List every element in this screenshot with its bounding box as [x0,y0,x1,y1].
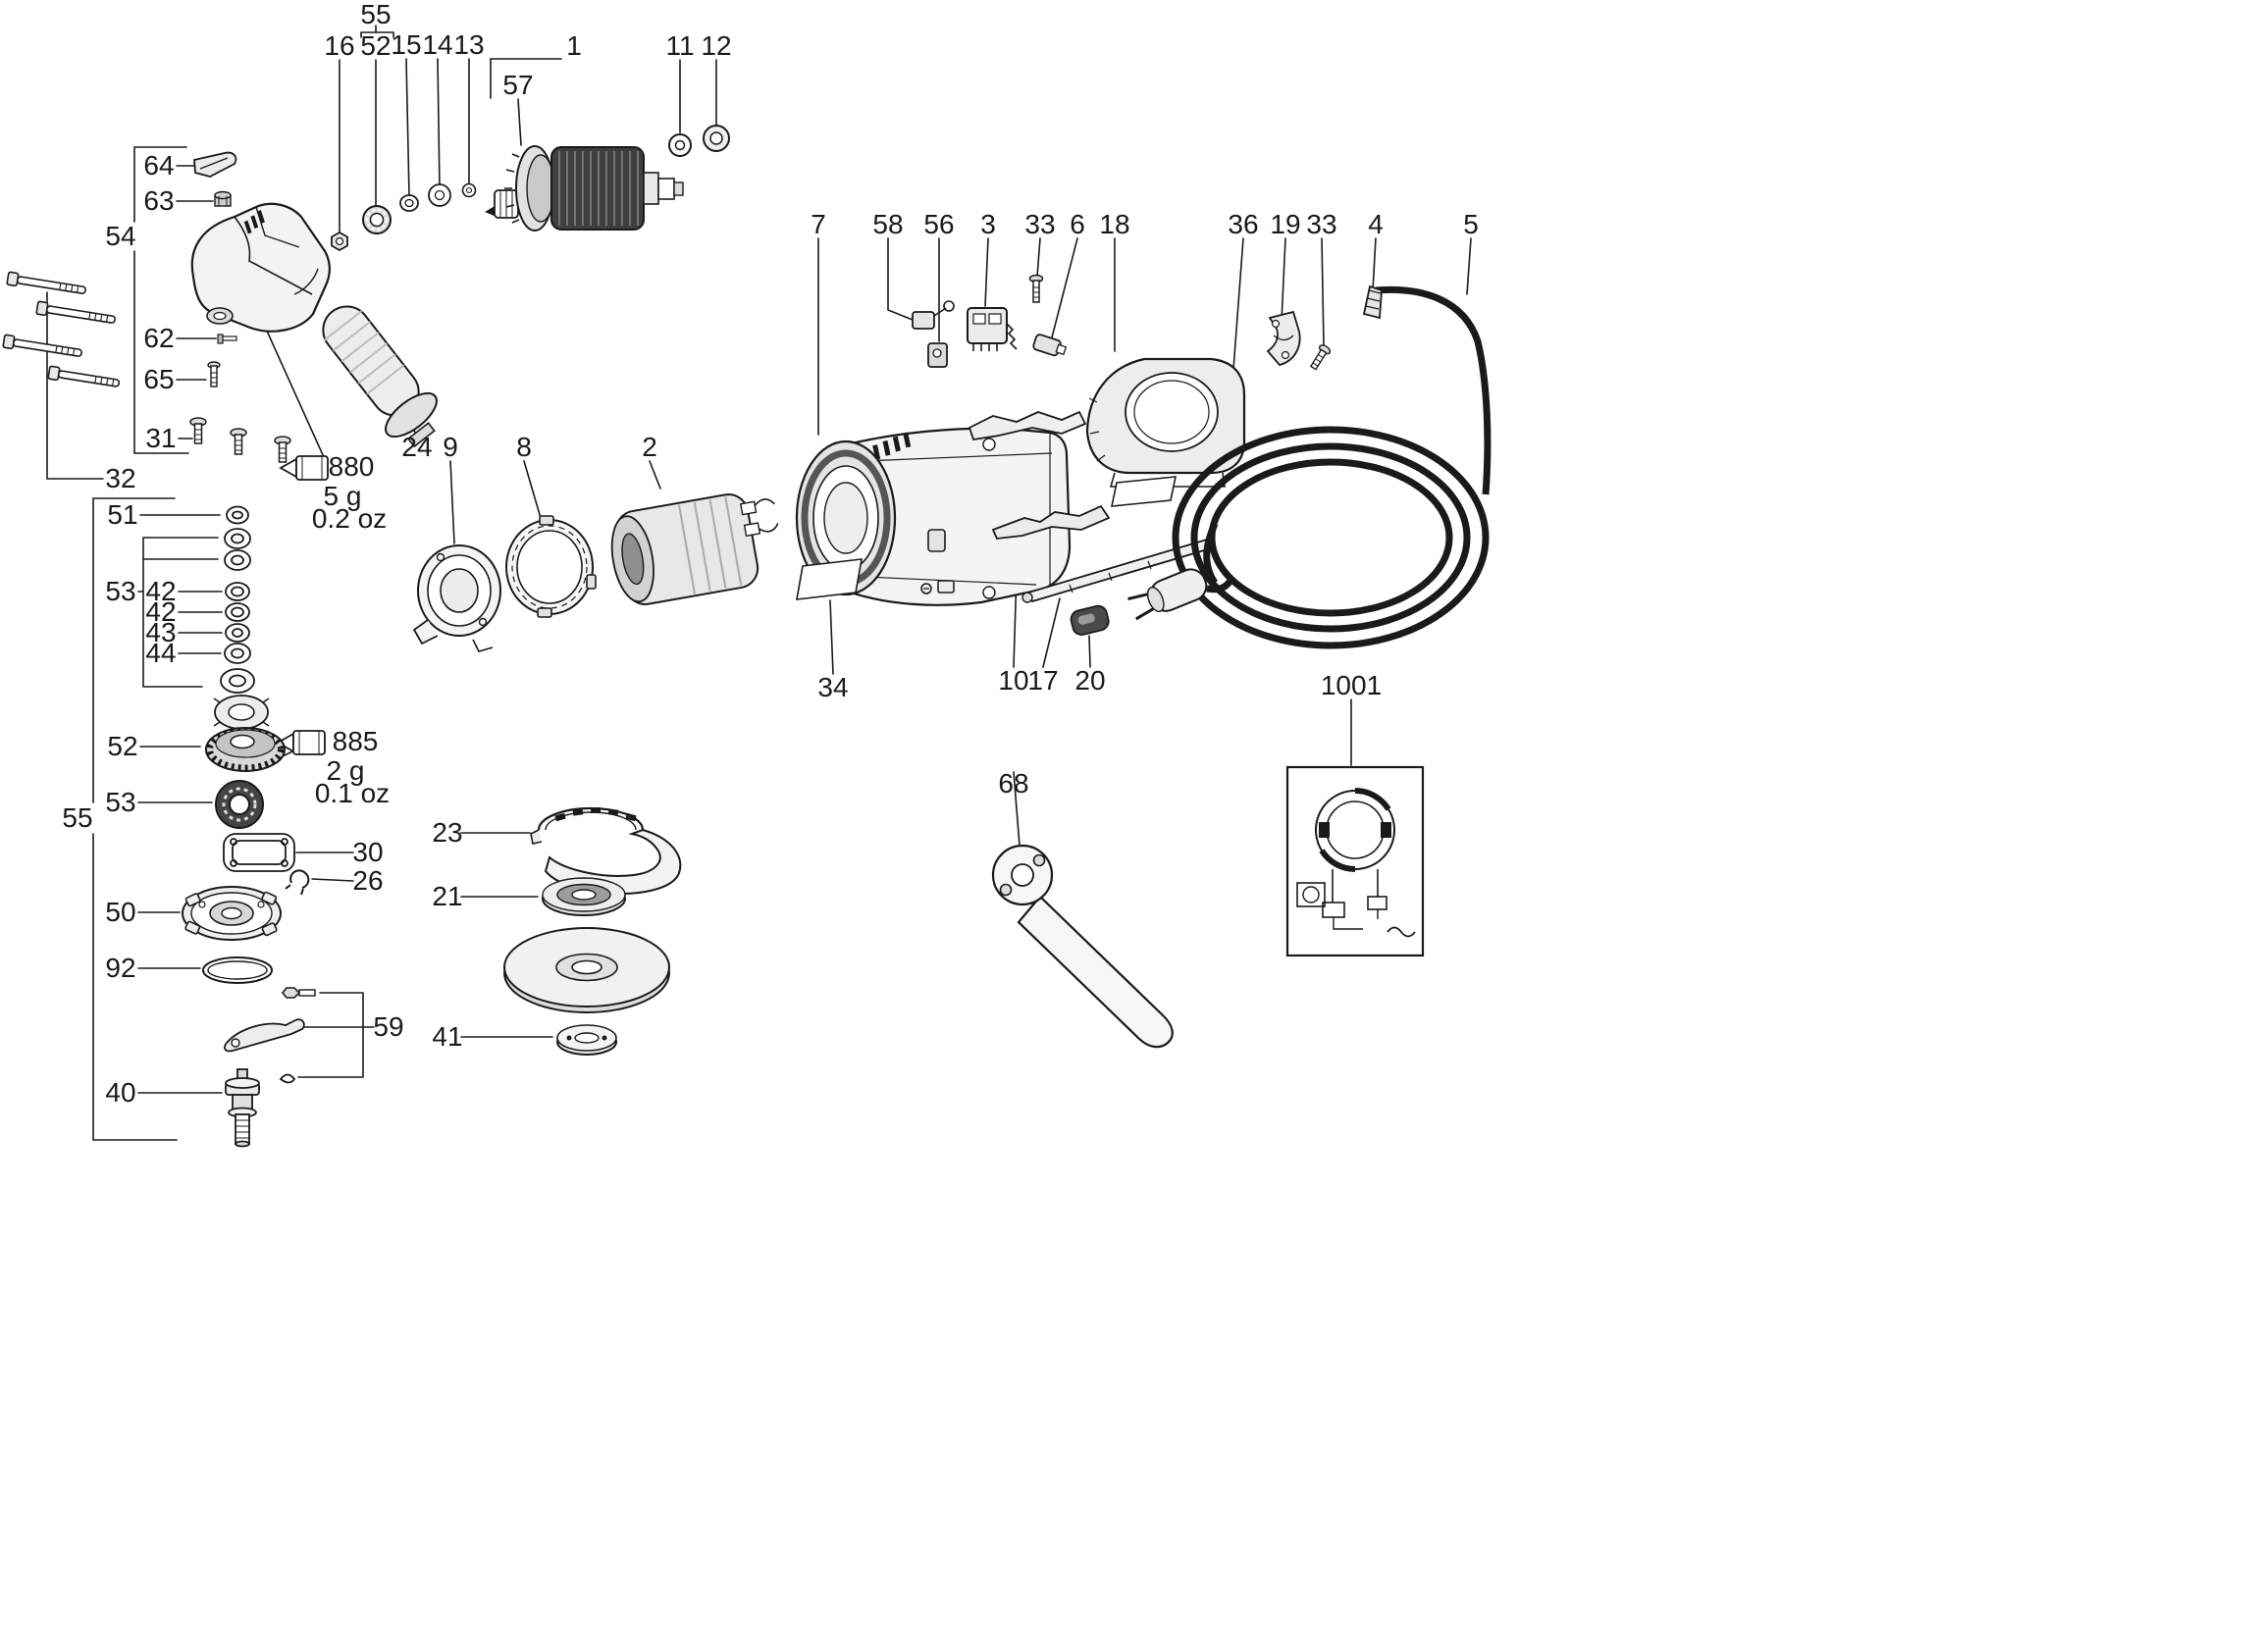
pin-65 [207,361,221,387]
ball-bearing-drawing [215,780,264,829]
brush-holder-parts [912,300,955,368]
housing-screws-long [2,271,121,387]
lever-cap-part [193,151,237,178]
lock-lever-parts [224,987,316,1084]
grease-tube-880 [279,455,329,481]
grinding-wheel-drawing [503,927,670,1013]
side-handle-drawing [322,305,438,448]
misc-small-parts [920,529,955,594]
bearing-flange-drawing [182,886,282,941]
spindle-washer-stack [220,505,255,694]
small-cap-part [214,190,232,207]
field-kit-box-drawing [1285,765,1425,957]
crown-gear-drawing [205,727,286,772]
pin-spanner-drawing [991,844,1174,1049]
switch-carrier-drawing [968,410,1087,441]
brush-ring-drawing [505,515,597,618]
o-ring-drawing [202,956,273,984]
small-screw-62 [217,334,237,344]
motor-housing-drawing [795,427,1072,606]
clip-drawing [285,869,310,896]
screw-33a [1028,274,1044,303]
switch-drawing [967,307,1018,351]
slide-button-drawing [1070,604,1110,636]
switch-slider-drawing [991,504,1111,540]
cord-clamp-drawing [1266,310,1301,367]
label-stickers [796,476,1178,600]
bearing-shield-drawing [412,544,501,652]
armature-drawing [485,145,684,232]
bearing-flange-small [213,695,270,730]
spindle-drawing [225,1068,260,1148]
screws-short [189,417,291,463]
clamp-nut-drawing [556,1024,617,1056]
shaft-small-parts [331,182,477,252]
grease-tube-885 [276,730,326,755]
leader-lines [46,25,1472,1141]
power-cord-drawing [1127,284,1492,649]
washers-11-12 [668,125,730,157]
backing-flange-drawing [542,877,626,916]
rear-cover-drawing [1085,357,1246,488]
screw-33b [1309,344,1332,371]
part-6-drawing [1032,334,1068,357]
gasket-drawing [223,833,295,872]
stator-drawing [610,493,779,605]
gear-housing-drawing [190,202,331,333]
